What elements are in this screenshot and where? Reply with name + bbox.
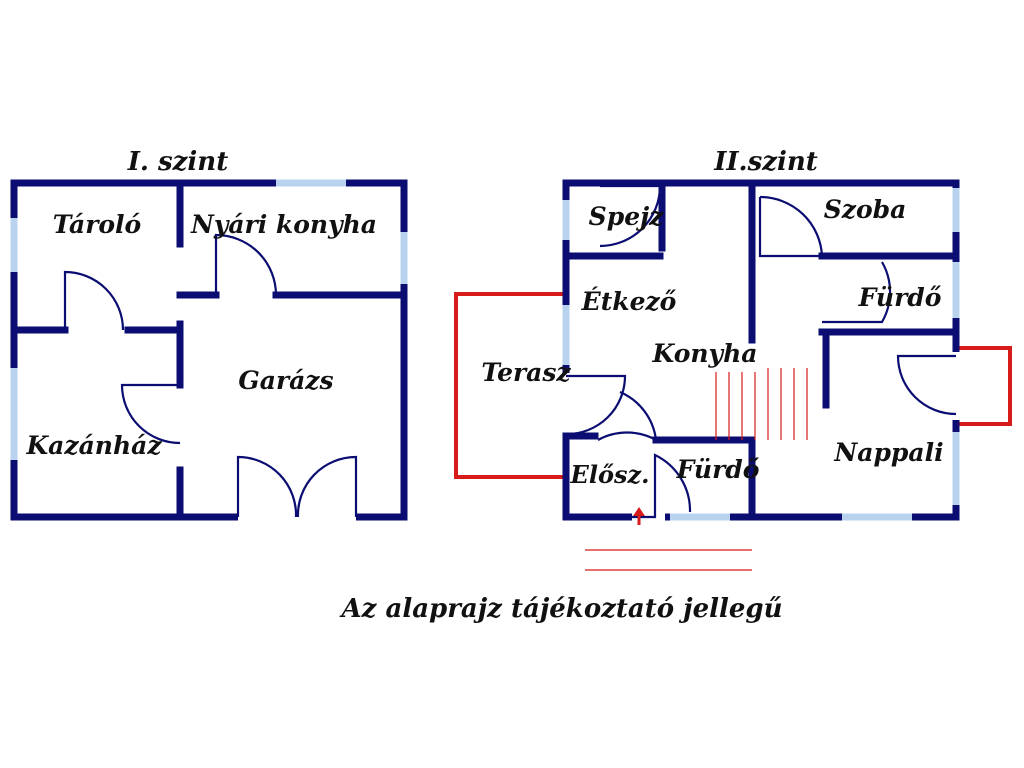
room-label-room: Szoba: [824, 195, 907, 224]
level-2-title: II.szint: [713, 147, 818, 177]
room-label-bathroom-upper: Fürdő: [858, 283, 942, 312]
room-label-dining: Étkező: [581, 287, 677, 316]
room-label-hall: Elősz.: [570, 460, 650, 489]
level-1-title: I. szint: [127, 147, 228, 177]
entrance-steps: [585, 549, 752, 571]
room-label-kitchen: Konyha: [652, 339, 758, 368]
level-1-plan: [10, 179, 408, 522]
level-2-plan: [454, 179, 1012, 571]
footer-note: Az alaprajz tájékoztató jellegű: [338, 594, 782, 624]
room-label-summer-kitchen: Nyári konyha: [190, 210, 377, 239]
room-label-bathroom-lower: Fürdő: [676, 455, 760, 484]
room-label-garage: Garázs: [238, 366, 333, 395]
entrance-arrow-icon: [633, 507, 645, 525]
room-label-living-room: Nappali: [833, 438, 943, 467]
room-label-pantry: Spejz: [589, 202, 664, 231]
room-label-storage: Tároló: [53, 210, 141, 239]
room-label-boiler-room: Kazánház: [25, 431, 162, 460]
staircase: [715, 368, 808, 440]
room-label-terrace: Terasz: [481, 358, 571, 387]
